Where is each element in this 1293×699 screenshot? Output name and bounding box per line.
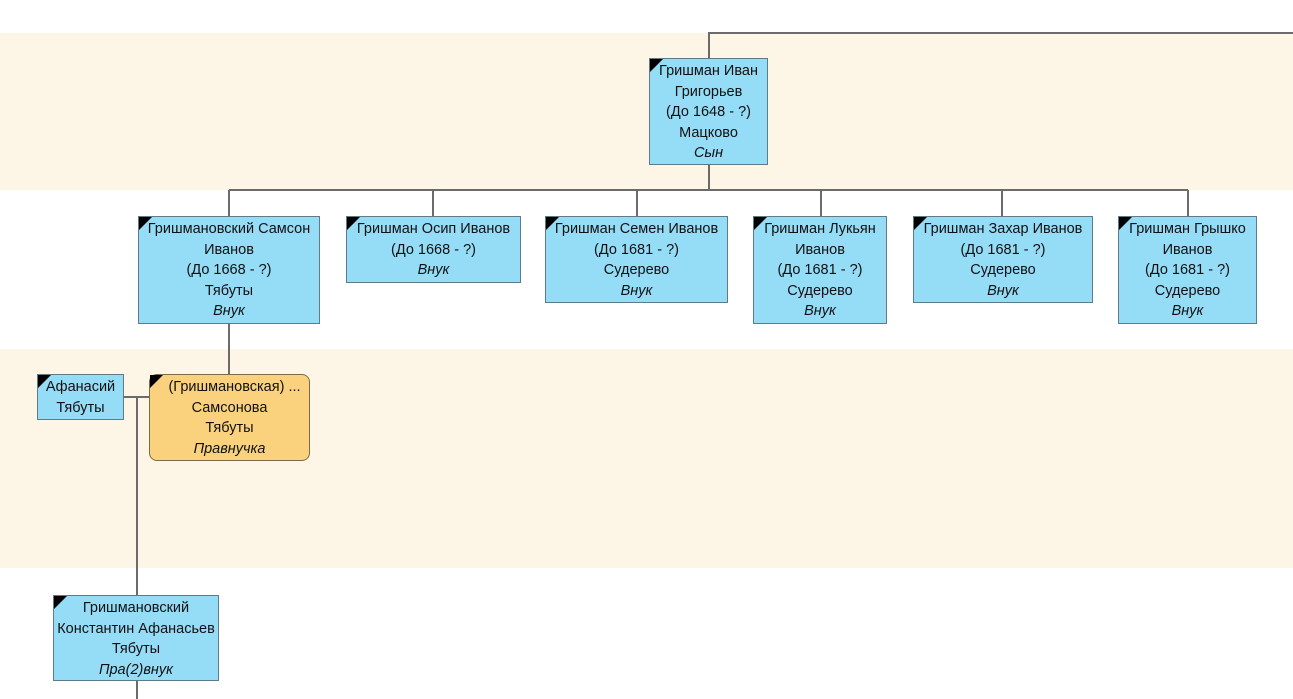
- person-name-line: Гришман Захар Иванов: [923, 221, 1083, 237]
- person-name-line: Иванов: [204, 241, 254, 258]
- person-place: Судерево: [787, 282, 853, 299]
- deceased-marker-icon: [139, 217, 152, 230]
- deceased-marker-icon: [54, 596, 67, 609]
- person-name-line: Гришман Семен Иванов: [554, 221, 719, 237]
- person-name-line: Гришман Иван: [659, 63, 758, 79]
- person-relation: Внук: [417, 262, 450, 278]
- person-dates: (До 1668 - ?): [391, 241, 476, 258]
- person-place: Судерево: [970, 262, 1036, 278]
- person-name-line: Гришман Грышко: [1129, 221, 1246, 237]
- generation-band: [0, 33, 1293, 190]
- person-dates: (До 1681 - ?): [960, 241, 1046, 258]
- deceased-marker-icon: [754, 217, 767, 230]
- deceased-marker-icon: [150, 375, 163, 388]
- person-dates: (До 1668 - ?): [186, 262, 272, 278]
- person-dates: (До 1648 - ?): [666, 104, 751, 120]
- person-place: Судерево: [1154, 282, 1221, 299]
- person-name-line: (Гришмановская) ...: [168, 379, 301, 395]
- person-card-ivan[interactable]: Гришман Иван Григорьев (До 1648 - ?) Мац…: [649, 58, 768, 165]
- person-card-osip[interactable]: Гришман Осип Иванов (До 1668 - ?) Внук: [346, 216, 521, 283]
- person-card-afanasiy[interactable]: Афанасий Тябуты: [37, 374, 124, 420]
- person-relation: Внук: [987, 282, 1019, 299]
- person-relation: Сын: [693, 145, 724, 161]
- person-card-grishmanovskaya[interactable]: (Гришмановская) ... Самсонова Тябуты Пра…: [149, 374, 310, 461]
- deceased-marker-icon: [546, 217, 559, 230]
- person-name-line: Гришман Осип Иванов: [356, 221, 511, 237]
- person-card-gryshko[interactable]: Гришман Грышко Иванов (До 1681 - ?) Суде…: [1118, 216, 1257, 324]
- connector-to-parent: [708, 32, 1293, 58]
- person-place: Тябуты: [204, 282, 254, 299]
- person-name-line: Иванов: [1162, 241, 1213, 258]
- person-relation: Внук: [1171, 303, 1204, 319]
- person-relation: Внук: [620, 282, 653, 299]
- person-name-line: Афанасий: [45, 379, 116, 395]
- person-card-semen[interactable]: Гришман Семен Иванов (До 1681 - ?) Судер…: [545, 216, 728, 303]
- person-dates: (До 1681 - ?): [777, 262, 863, 278]
- person-place: Тябуты: [56, 399, 105, 416]
- person-dates: (До 1681 - ?): [1145, 262, 1230, 278]
- person-relation: Пра(2)внук: [98, 661, 173, 678]
- person-name-line: Гришмановский Самсон: [147, 221, 311, 237]
- person-name-line: Григорьев: [674, 83, 743, 100]
- person-place: Тябуты: [205, 420, 254, 436]
- person-card-konstantin[interactable]: Гришмановский Константин Афанасьев Тябут…: [53, 595, 219, 681]
- person-name-line: Иванов: [795, 241, 845, 258]
- person-place: Мацково: [679, 124, 738, 141]
- person-name-line: Константин Афанасьев: [57, 620, 215, 637]
- person-card-lukyan[interactable]: Гришман Лукьян Иванов (До 1681 - ?) Суде…: [753, 216, 887, 324]
- deceased-marker-icon: [650, 59, 663, 72]
- person-name-line: Гришмановский: [82, 600, 190, 616]
- person-dates: (До 1681 - ?): [594, 241, 679, 258]
- deceased-marker-icon: [347, 217, 360, 230]
- person-name-line: Самсонова: [191, 399, 268, 416]
- deceased-marker-icon: [914, 217, 927, 230]
- deceased-marker-icon: [1119, 217, 1132, 230]
- person-card-zakhar[interactable]: Гришман Захар Иванов (До 1681 - ?) Судер…: [913, 216, 1093, 303]
- person-relation: Правнучка: [193, 440, 266, 457]
- person-card-samson[interactable]: Гришмановский Самсон Иванов (До 1668 - ?…: [138, 216, 320, 324]
- person-place: Судерево: [603, 262, 670, 278]
- person-relation: Внук: [213, 303, 245, 319]
- person-name-line: Гришман Лукьян: [764, 221, 876, 237]
- person-place: Тябуты: [111, 641, 161, 657]
- deceased-marker-icon: [38, 375, 51, 388]
- person-relation: Внук: [804, 303, 836, 319]
